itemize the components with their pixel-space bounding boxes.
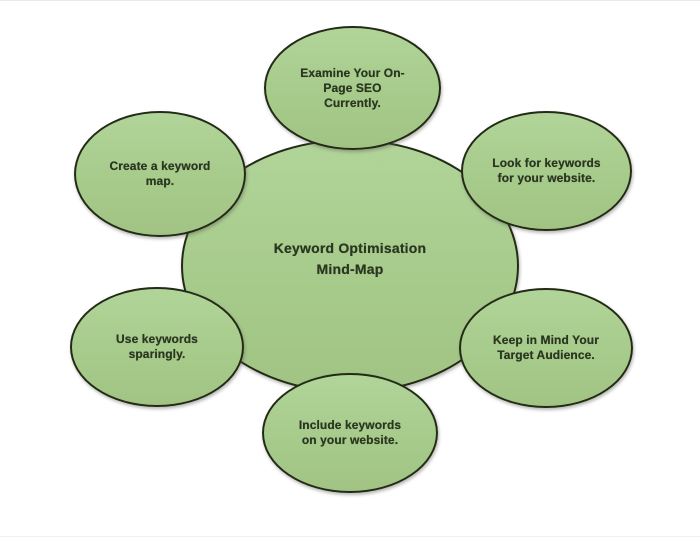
satellite-node-bottom-left: Use keywords sparingly.: [70, 287, 244, 407]
satellite-node-top-left: Create a keyword map.: [74, 111, 246, 237]
satellite-node-bottom: Include keywords on your website.: [262, 373, 438, 493]
satellite-node-top-left-label: Create a keyword map.: [109, 159, 211, 188]
satellite-node-bottom-left-label: Use keywords sparingly.: [116, 332, 198, 361]
satellite-node-top-right: Look for keywords for your website.: [461, 111, 632, 231]
satellite-node-top-right-label: Look for keywords for your website.: [492, 156, 601, 185]
satellite-node-top-label: Examine Your On- Page SEO Currently.: [300, 65, 405, 110]
satellite-node-bottom-right: Keep in Mind Your Target Audience.: [459, 288, 633, 408]
center-node-label: Keyword Optimisation Mind-Map: [273, 240, 427, 277]
satellite-node-top: Examine Your On- Page SEO Currently.: [264, 26, 441, 150]
satellite-node-bottom-right-label: Keep in Mind Your Target Audience.: [493, 333, 599, 362]
satellite-node-bottom-label: Include keywords on your website.: [298, 418, 402, 447]
